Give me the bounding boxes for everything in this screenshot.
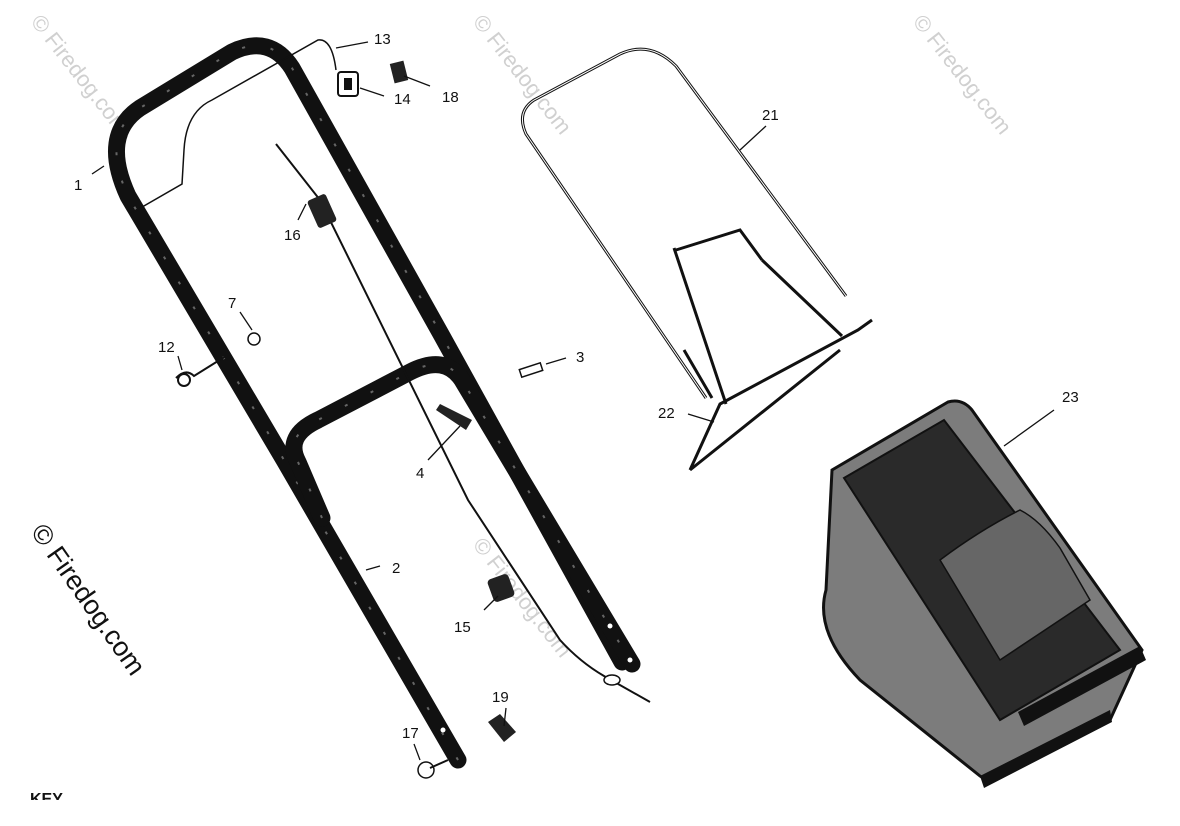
callout-4: 4 [416,465,424,482]
callout-16: 16 [284,227,301,244]
hardware-parts [175,60,544,779]
callout-13: 13 [374,31,391,48]
callout-19: 19 [492,689,509,706]
callout-2: 2 [392,560,400,577]
callout-7: 7 [228,295,236,312]
upper-handle [108,37,631,769]
callout-labels: 1 2 3 4 7 12 13 14 15 16 17 18 19 21 22 … [74,31,1079,742]
grass-bag [822,399,1146,788]
lower-handle [285,356,641,749]
callout-21: 21 [762,107,779,124]
callout-17: 17 [402,725,419,742]
callout-18: 18 [442,89,459,106]
watermark-top-right: © Firedog.com [908,10,1017,139]
leader-lines [91,41,1055,761]
callout-3: 3 [576,349,584,366]
callout-1: 1 [74,177,82,194]
callout-14: 14 [394,91,411,108]
catcher-frame [520,47,873,472]
callout-15: 15 [454,619,471,636]
callout-23: 23 [1062,389,1079,406]
control-cables [129,39,651,703]
callout-12: 12 [158,339,175,356]
watermark-left: © Firedog.com [25,518,151,681]
callout-22: 22 [658,405,675,422]
